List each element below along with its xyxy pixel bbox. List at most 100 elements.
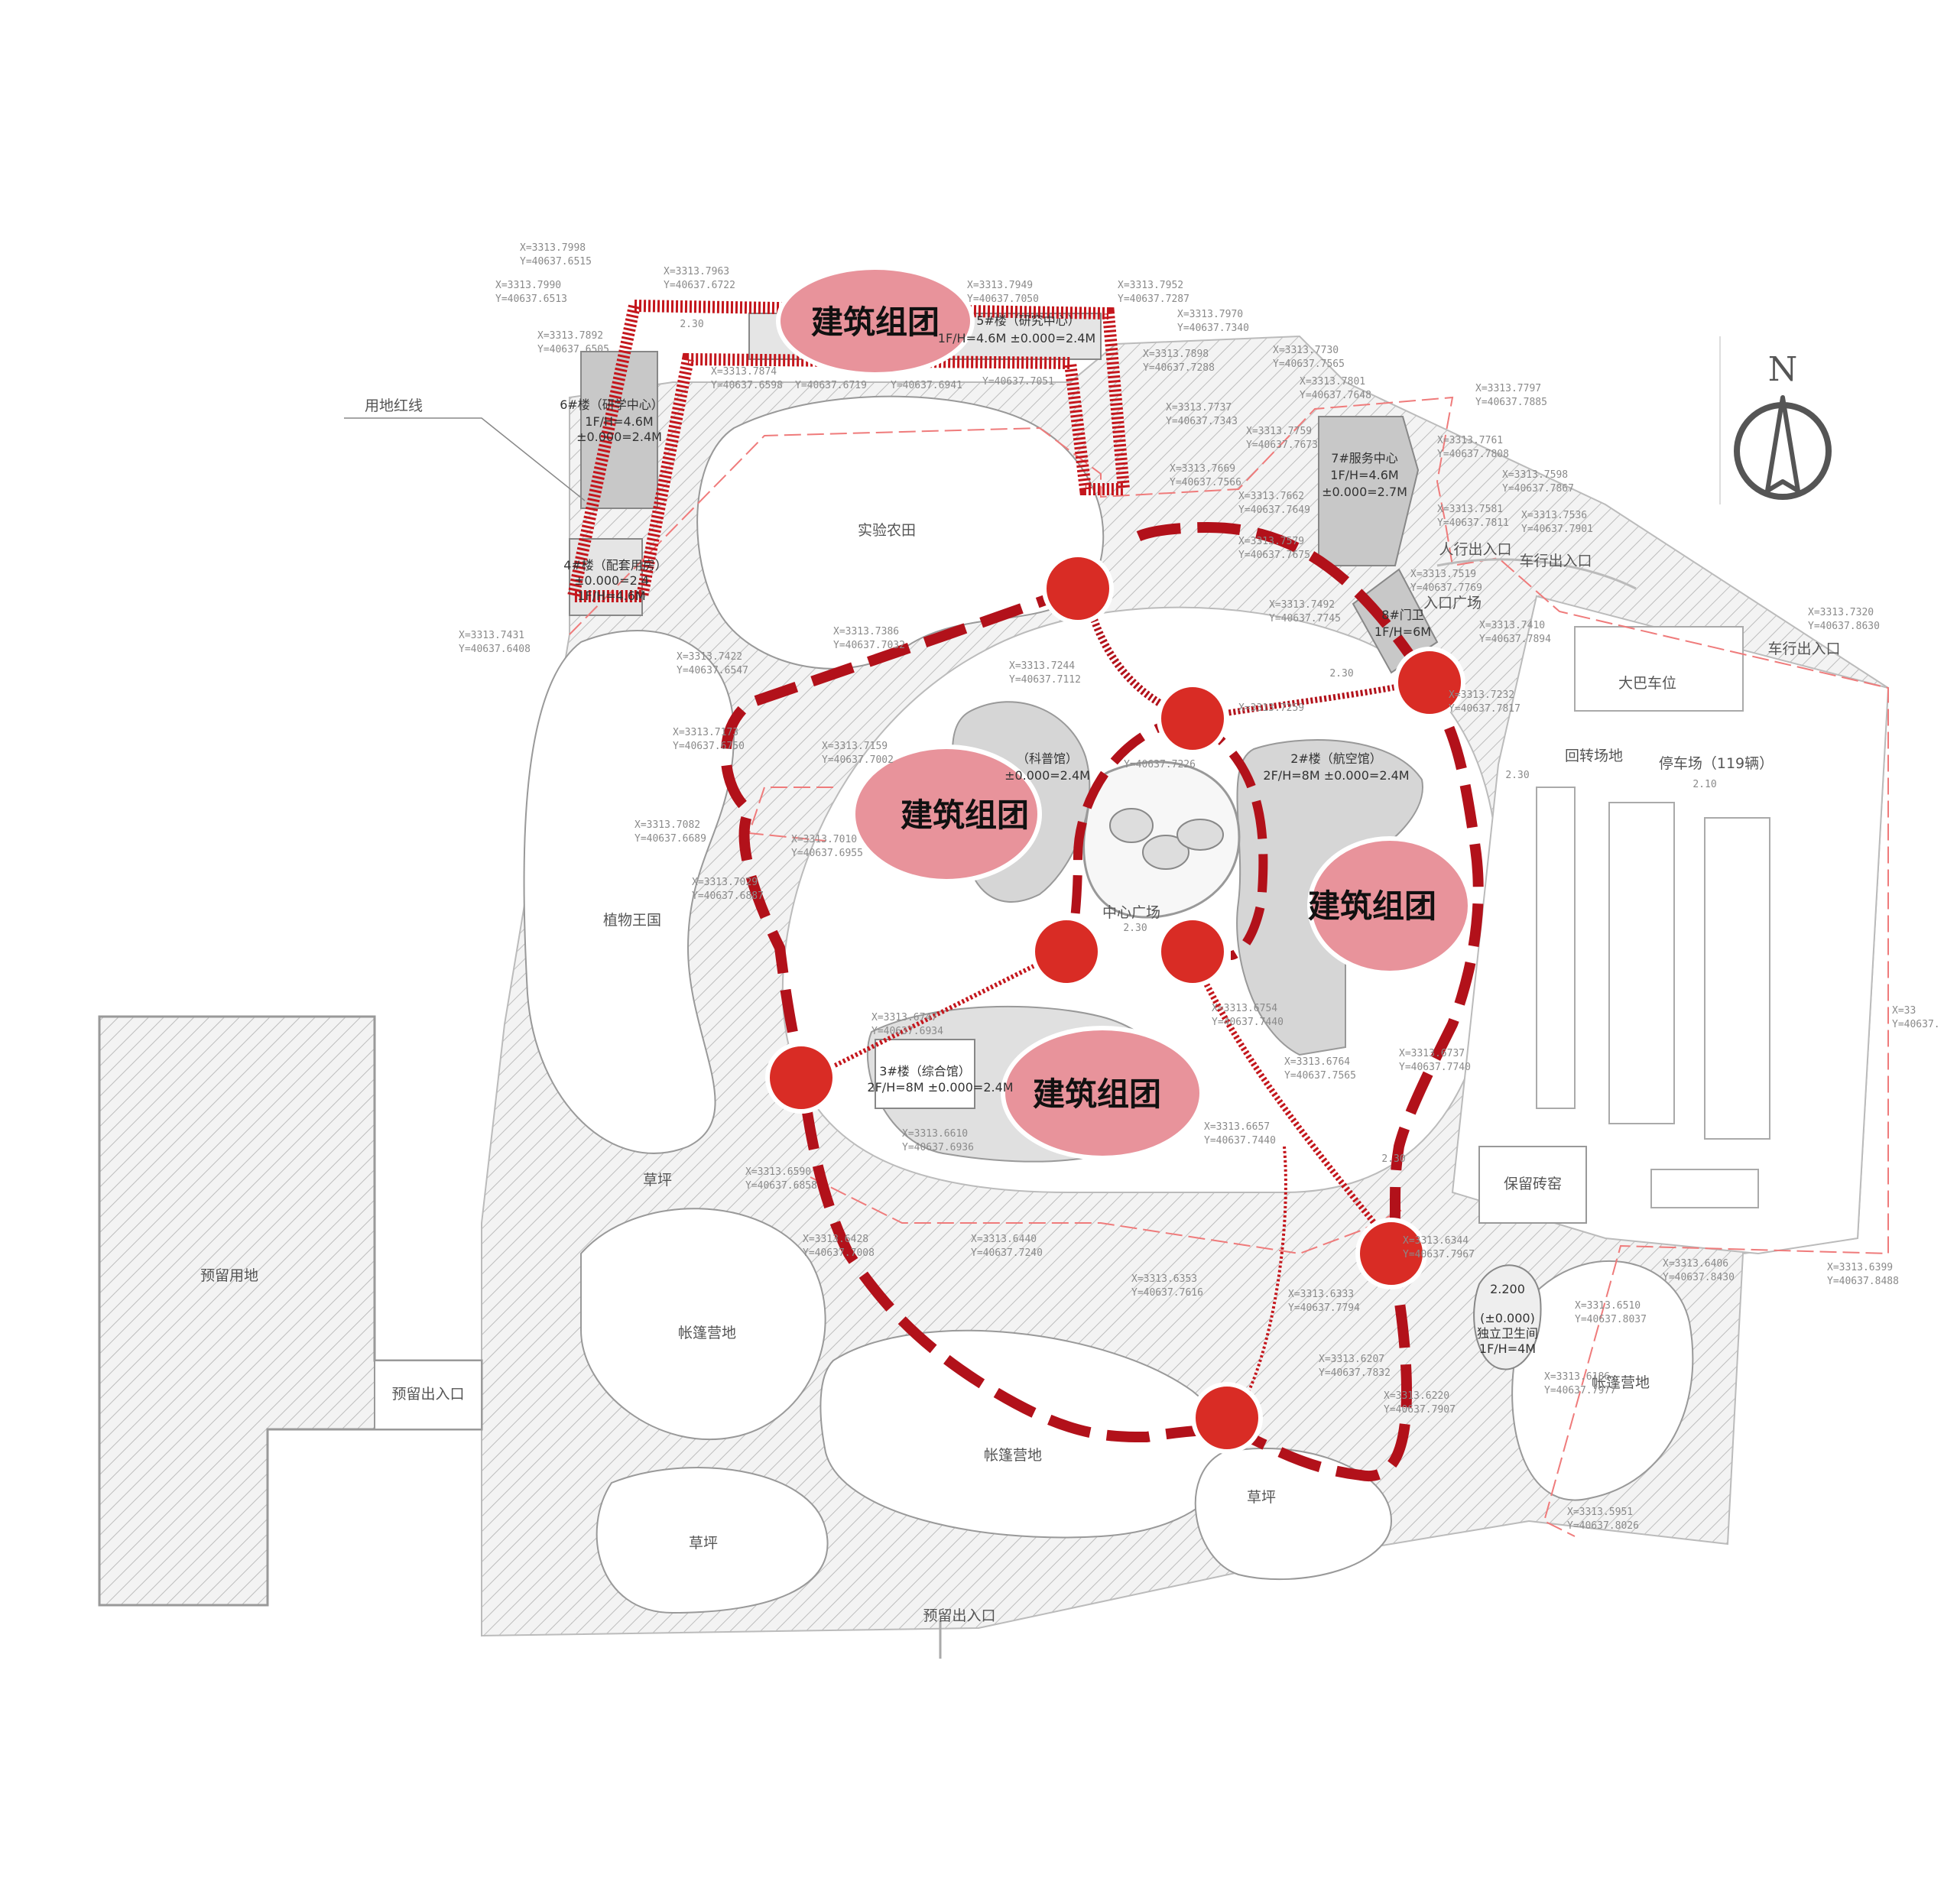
- zone-bus: 大巴车位: [1618, 675, 1676, 692]
- coord-c32-x: X=3313.7244: [1009, 660, 1075, 672]
- elevation-4: 2.30: [1123, 923, 1147, 934]
- b7-line2: 1F/H=4.6M: [1330, 468, 1398, 482]
- coord-c59-y: Y=40637.: [1892, 1019, 1940, 1030]
- zone-kiln: 保留砖窑: [1504, 1176, 1562, 1192]
- route-nodes: [765, 553, 1465, 1454]
- coord-c22-y: Y=40637.7811: [1437, 517, 1509, 529]
- node-south: [1191, 1382, 1263, 1454]
- cluster-south: 建筑组团: [1001, 1026, 1204, 1160]
- north-compass-icon: N: [1719, 336, 1832, 504]
- toilet-line4: 1F/H=4M: [1479, 1341, 1536, 1356]
- zone-lawn-2: 草坪: [689, 1535, 718, 1552]
- north-entrance-road: [1436, 558, 1637, 590]
- coord-c36-y: Y=40637.7002: [822, 754, 894, 766]
- coord-c25-x: X=3313.7519: [1410, 569, 1476, 580]
- zone-reserved-gate-bottom: 预留出入口: [923, 1607, 995, 1624]
- cluster-west: 建筑组团: [851, 744, 1042, 884]
- coord-c32-y: Y=40637.7112: [1009, 674, 1081, 686]
- cluster-east-label: 建筑组团: [1308, 887, 1436, 925]
- coord-c41-x: X=3313.6754: [1212, 1003, 1277, 1014]
- parking-stalls: [1536, 626, 1770, 1208]
- coord-c30-y: Y=40637.7032: [833, 640, 905, 651]
- coord-c21-y: Y=40637.7649: [1238, 504, 1310, 516]
- coord-c38-x: X=3313.7010: [791, 834, 857, 845]
- coord-c23-x: X=3313.7536: [1521, 510, 1587, 521]
- site-boundary-label: 用地红线: [365, 397, 423, 414]
- camp-area-right: [1511, 1260, 1694, 1501]
- coord-c08-x: X=3313.7898: [1143, 349, 1209, 360]
- node-west: [765, 1042, 837, 1114]
- coord-c44-x: X=3313.6610: [902, 1128, 968, 1140]
- coord-c40-x: X=3313.6747: [871, 1012, 937, 1023]
- coord-c25-y: Y=40637.7769: [1410, 582, 1482, 594]
- zone-field: 实验农田: [858, 522, 916, 539]
- node-north-west: [1042, 553, 1114, 624]
- building-7-service-center: [1318, 416, 1420, 566]
- coord-c43-x: X=3313.6737: [1399, 1048, 1465, 1059]
- lawn-bottom-left: [596, 1467, 829, 1614]
- zone-camp-3: 帐篷营地: [1592, 1374, 1650, 1391]
- coord-c28-y: Y=40637.8630: [1808, 621, 1880, 632]
- gate-line2: 1F/H=6M: [1374, 624, 1431, 639]
- b2-line2: 2F/H=8M ±0.000=2.4M: [1263, 768, 1409, 783]
- zone-turnaround: 回转场地: [1565, 748, 1623, 764]
- coord-c01-x: X=3313.7998: [520, 242, 586, 254]
- coord-c26-x: X=3313.7492: [1269, 599, 1335, 611]
- coord-c14-y: Y=40637.7565: [1273, 358, 1345, 370]
- coord-c03-y: Y=40637.6722: [664, 280, 735, 291]
- b2-line1: 2#楼（航空馆）: [1290, 751, 1382, 766]
- coord-c34-x: X=3313.7232: [1449, 689, 1514, 701]
- zone-plants: 植物王国: [603, 912, 661, 929]
- coord-c31-y: Y=40637.6547: [677, 665, 748, 676]
- coord-c48-x: X=3313.6440: [971, 1234, 1037, 1245]
- cluster-west-label: 建筑组团: [901, 796, 1029, 834]
- plant-kingdom-area: [523, 630, 735, 1154]
- b3-line1: 3#楼（综合馆）: [879, 1064, 971, 1079]
- coord-c27-x: X=3313.7410: [1479, 620, 1545, 631]
- coord-c50-y: Y=40637.7794: [1288, 1302, 1360, 1314]
- coord-c15-x: X=3313.7801: [1300, 376, 1365, 388]
- zone-camp-2: 帐篷营地: [984, 1447, 1042, 1464]
- zone-car-gate-1: 车行出入口: [1519, 553, 1592, 569]
- coord-c18-y: Y=40637.7808: [1437, 449, 1509, 460]
- coord-c44-y: Y=40637.6936: [902, 1142, 974, 1153]
- coord-c30-x: X=3313.7386: [833, 626, 899, 637]
- coord-c10-y: Y=40637.6719: [795, 380, 867, 391]
- coord-c17-x: X=3313.7759: [1246, 426, 1312, 437]
- coord-c14-x: X=3313.7730: [1273, 345, 1339, 356]
- reserved-land-block: [98, 1015, 483, 1607]
- coord-c35-y: Y=40637.6750: [673, 741, 745, 752]
- coord-c24-y: Y=40637.7675: [1238, 550, 1310, 561]
- coord-c19-y: Y=40637.7566: [1170, 477, 1241, 488]
- coord-c27-y: Y=40637.7894: [1479, 634, 1551, 645]
- coord-c05-x: X=3313.7952: [1118, 280, 1183, 291]
- coord-c34-y: Y=40637.7817: [1449, 703, 1520, 715]
- coord-c21-x: X=3313.7662: [1238, 491, 1304, 502]
- toilet-line1: 2.200: [1490, 1282, 1525, 1296]
- kiln-block: [1478, 1146, 1587, 1224]
- coord-c52-y: Y=40637.8430: [1663, 1272, 1735, 1283]
- node-center-north: [1157, 683, 1228, 754]
- coord-c33-x: X=3313.7259: [1238, 702, 1304, 714]
- north-boundary-highlight: [566, 299, 1131, 602]
- camp-area-left: [580, 1208, 826, 1441]
- b3-line2: 2F/H=8M ±0.000=2.4M: [867, 1080, 1013, 1095]
- cluster-south-label: 建筑组团: [1033, 1075, 1161, 1113]
- coord-c20-y: Y=40637.7867: [1502, 483, 1574, 495]
- coord-c51-x: X=3313.6344: [1403, 1235, 1469, 1247]
- coord-c54-x: X=3313.6510: [1575, 1300, 1641, 1312]
- coord-c37-x: X=3313.7082: [634, 819, 700, 831]
- coord-c55-y: Y=40637.7832: [1319, 1367, 1391, 1379]
- node-center-east: [1157, 916, 1228, 988]
- b4-line3: 1F/H=4.6M: [577, 589, 645, 603]
- coord-c55-x: X=3313.6207: [1319, 1354, 1384, 1365]
- coord-c19-x: X=3313.7669: [1170, 463, 1235, 475]
- elevation-1: 2.30: [680, 319, 703, 330]
- coord-c59-x: X=33: [1892, 1005, 1916, 1017]
- elevation-3: 2.30: [1505, 770, 1529, 781]
- reserved-gate-road: [374, 1360, 482, 1430]
- coord-c02-x: X=3313.7990: [495, 280, 561, 291]
- coord-c28-x: X=3313.7320: [1808, 607, 1874, 618]
- coord-c45-y: Y=40637.7440: [1204, 1135, 1276, 1147]
